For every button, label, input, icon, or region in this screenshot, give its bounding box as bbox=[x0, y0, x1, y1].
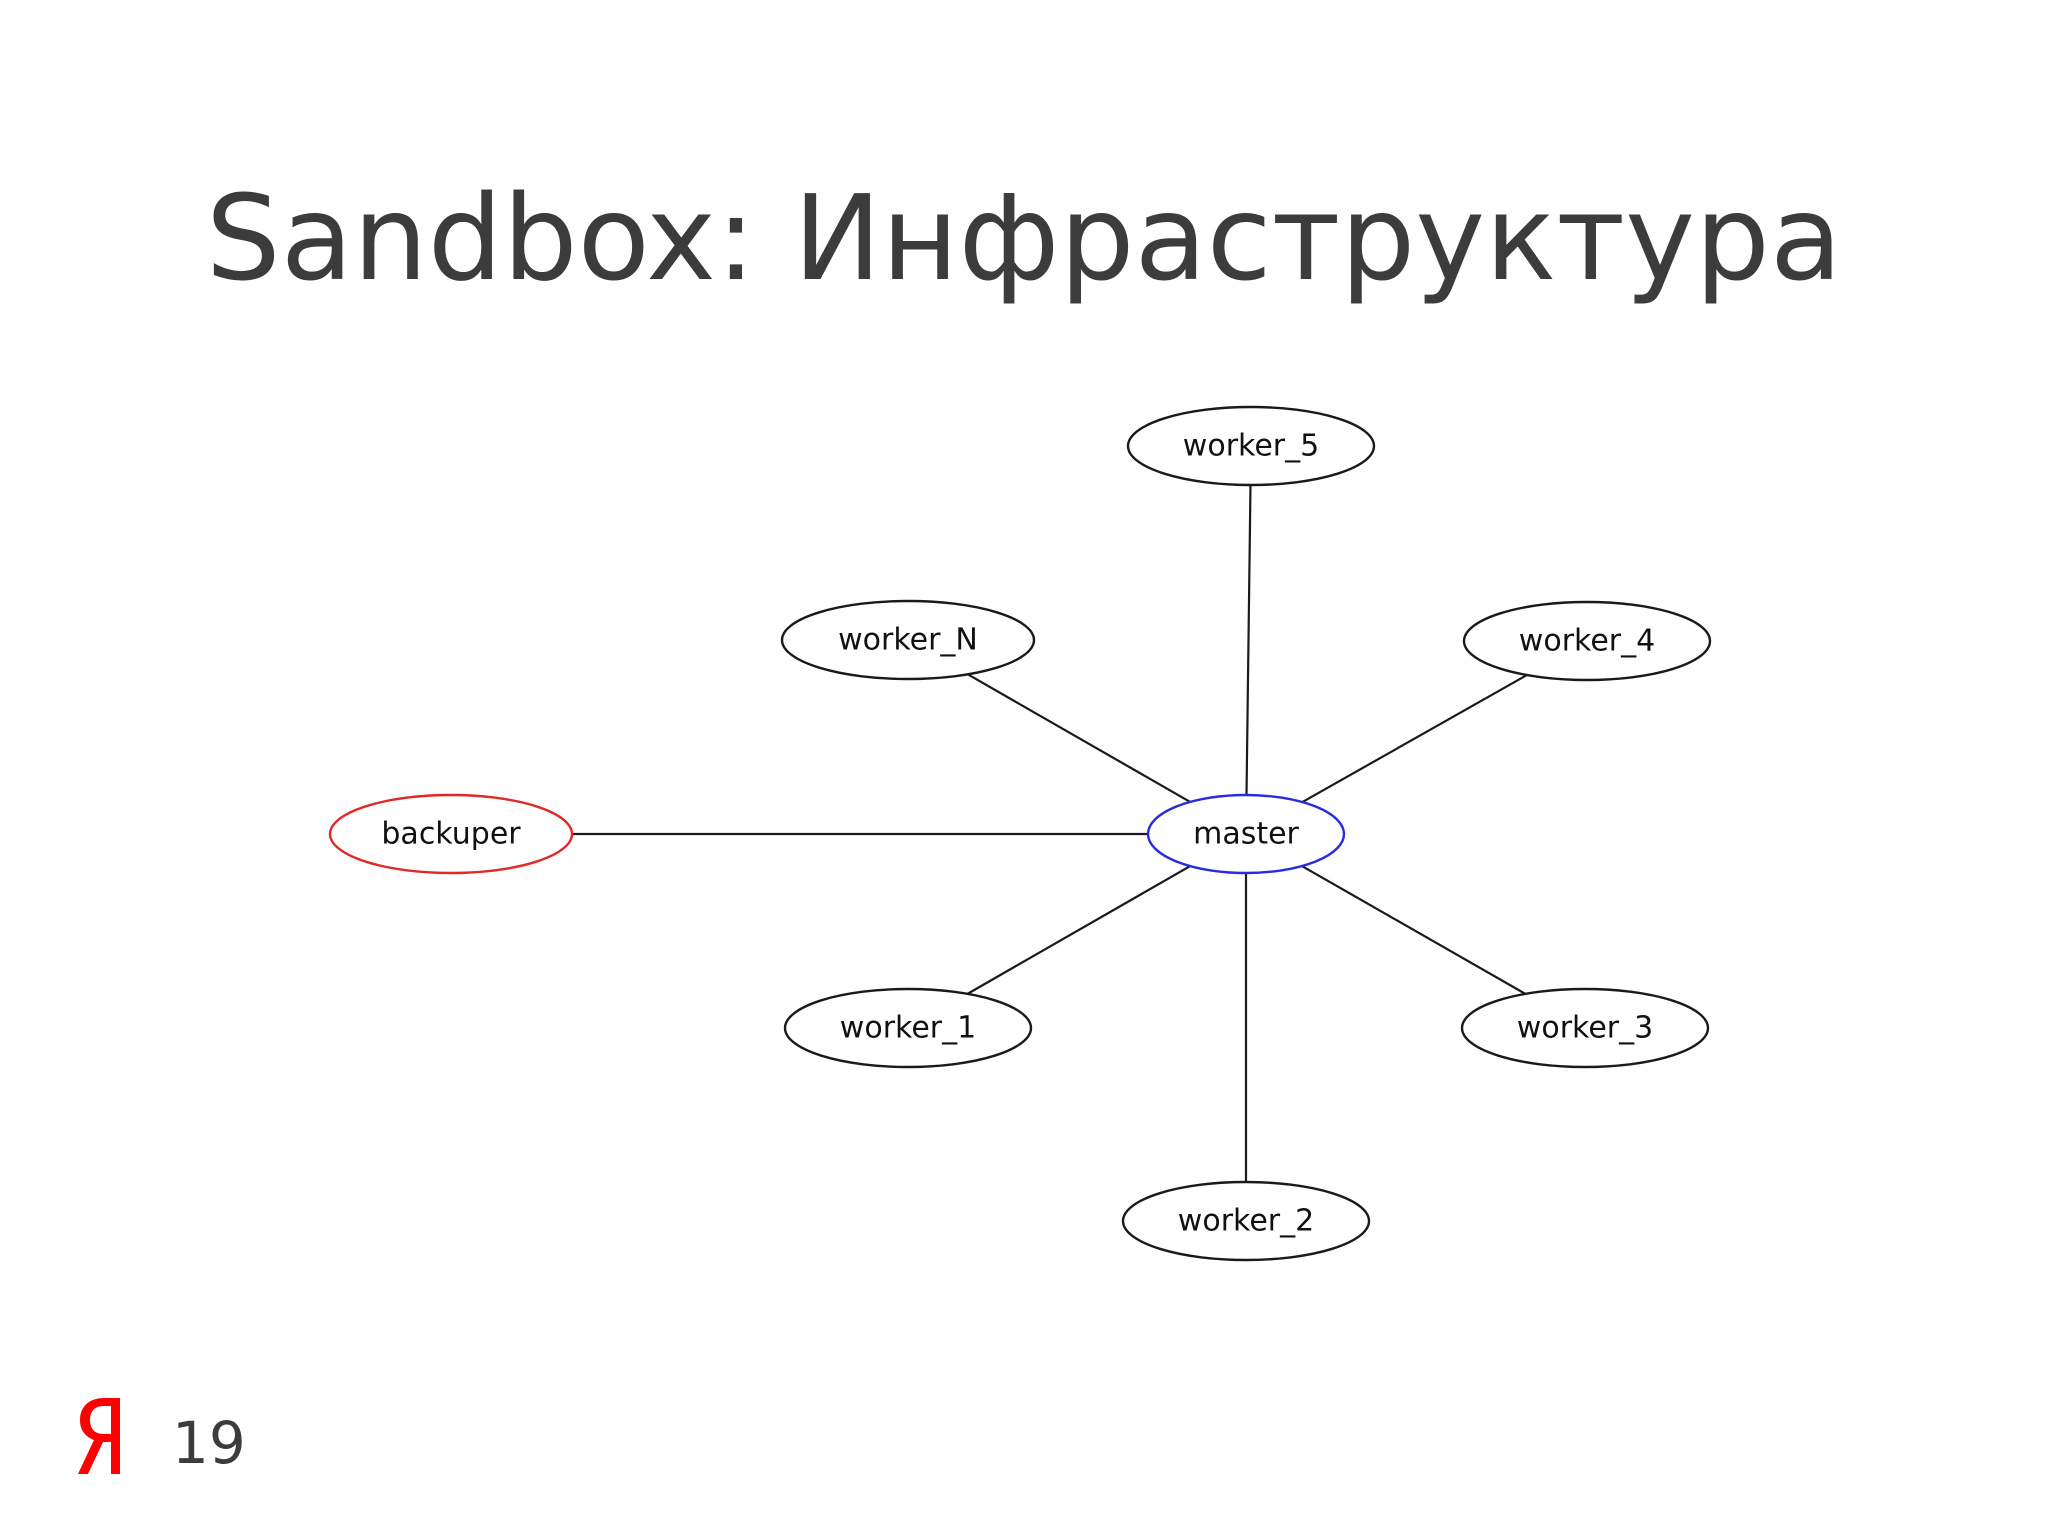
edge-master-worker_4 bbox=[1301, 674, 1528, 804]
node-worker_4: worker_4 bbox=[1462, 600, 1712, 682]
node-shape-master bbox=[1146, 793, 1346, 875]
node-worker_3: worker_3 bbox=[1460, 987, 1710, 1069]
node-worker_5: worker_5 bbox=[1126, 405, 1376, 487]
node-label-worker_1: worker_1 bbox=[840, 1011, 976, 1046]
node-shape-worker_3 bbox=[1460, 987, 1710, 1069]
node-label-worker_5: worker_5 bbox=[1183, 429, 1319, 464]
node-label-worker_3: worker_3 bbox=[1517, 1011, 1653, 1046]
node-worker_N: worker_N bbox=[780, 599, 1036, 681]
page-number: 19 bbox=[172, 1409, 246, 1477]
node-shape-worker_2 bbox=[1121, 1180, 1371, 1262]
node-shape-backuper bbox=[328, 793, 574, 875]
yandex-logo-icon bbox=[78, 1398, 120, 1474]
node-shape-worker_4 bbox=[1462, 600, 1712, 682]
node-worker_1: worker_1 bbox=[783, 987, 1033, 1069]
node-label-worker_N: worker_N bbox=[838, 623, 978, 658]
edge-master-worker_5 bbox=[1245, 484, 1252, 796]
node-master: master bbox=[1146, 793, 1346, 875]
node-label-backuper: backuper bbox=[381, 817, 521, 852]
node-backuper: backuper bbox=[328, 793, 574, 875]
edge-master-worker_1 bbox=[966, 865, 1191, 995]
node-shape-worker_5 bbox=[1126, 405, 1376, 487]
node-label-worker_4: worker_4 bbox=[1519, 624, 1655, 659]
edge-master-worker_N bbox=[967, 673, 1191, 803]
node-label-master: master bbox=[1193, 817, 1299, 852]
edge-master-worker_3 bbox=[1301, 865, 1526, 995]
slide-title: Sandbox: Инфраструктура bbox=[205, 169, 1843, 307]
node-shape-worker_1 bbox=[783, 987, 1033, 1069]
diagram-edges bbox=[572, 484, 1528, 1182]
node-shape-worker_N bbox=[780, 599, 1036, 681]
diagram-nodes: master backuper worker_5 worker_N worker_4wo… bbox=[328, 405, 1712, 1262]
node-worker_2: worker_2 bbox=[1121, 1180, 1371, 1262]
node-label-worker_2: worker_2 bbox=[1178, 1204, 1314, 1239]
